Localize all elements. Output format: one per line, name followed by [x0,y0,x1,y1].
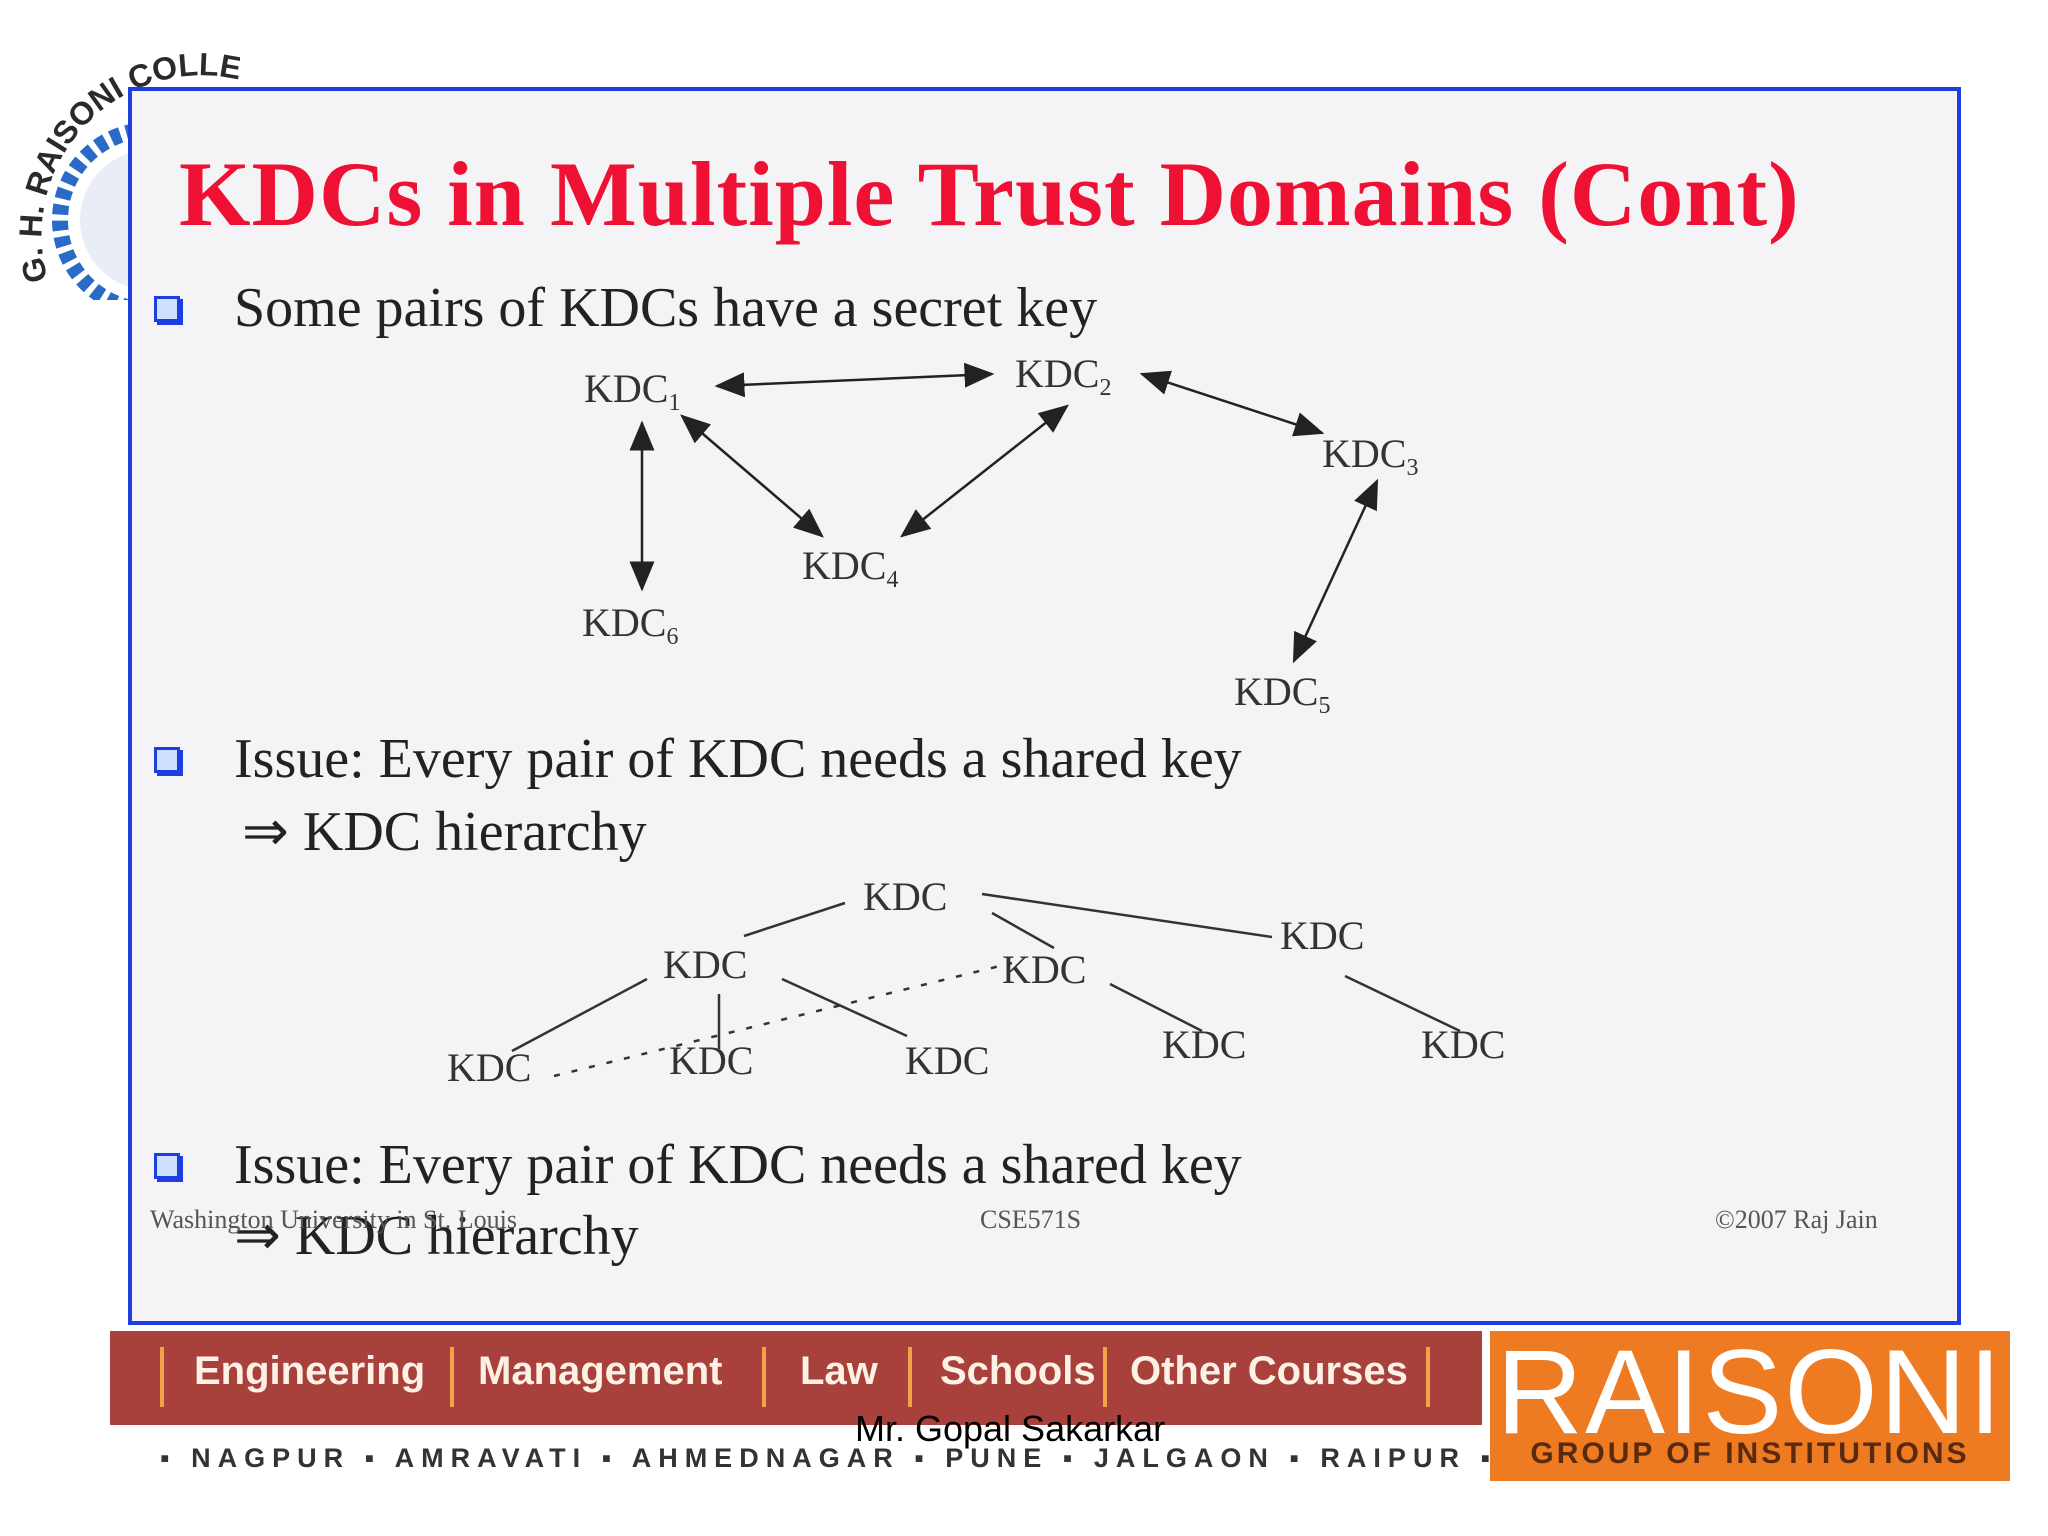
implication-1: ⇒ KDC hierarchy [242,801,647,863]
tree-node-leaf2: KDC [669,1038,753,1083]
edge-mid2-leaf4 [1109,982,1203,1033]
campus-cities: ▪ NAGPUR ▪ AMRAVATI ▪ AHMEDNAGAR ▪ PUNE … [160,1443,1498,1473]
link-kdc1-kdc2 [714,362,995,398]
mesh-node-kdc1: KDC1 [584,366,680,416]
tree-node-leaf1: KDC [447,1045,531,1090]
footer-course: CSE571S [980,1205,1082,1234]
nav-separator [450,1347,454,1407]
mesh-node-kdc6: KDC6 [582,600,678,650]
bullet-box-icon [154,747,180,773]
edge-mid3-leaf5 [1344,974,1461,1033]
nav-separator [762,1347,766,1407]
link-kdc3-kdc5 [1292,478,1379,664]
slide-title: KDCs in Multiple Trust Domains (Cont) [179,143,1800,245]
nav-other-courses[interactable]: Other Courses [1130,1349,1408,1393]
bullet-text: Issue: Every pair of KDC needs a shared … [234,1134,1242,1196]
edge-mid1-leaf1 [511,977,648,1053]
kdc-hierarchy-diagram: KDC KDC KDC KDC KDC KDC KDC KDC KDC [447,874,1505,1090]
tree-node-mid1: KDC [663,942,747,987]
nav-law[interactable]: Law [800,1349,878,1393]
tree-node-mid3: KDC [1280,913,1364,958]
implication-2: ⇒ KDC hierarchy [234,1205,639,1267]
logo-name: RAISONI [1496,1325,2004,1459]
tree-node-root: KDC [863,874,947,919]
mesh-node-kdc2: KDC2 [1015,351,1111,401]
mesh-node-kdc5: KDC5 [1234,669,1330,719]
mesh-node-kdc4: KDC4 [802,543,898,593]
bullet-box-icon [154,1153,180,1179]
edge-root-mid3 [981,892,1273,939]
edge-dashed-link [553,961,1013,1078]
edge-root-mid2 [991,911,1055,950]
presenter-name: Mr. Gopal Sakarkar [855,1408,1166,1449]
nav-separator [908,1347,912,1407]
raisoni-logo: RAISONI GROUP OF INSTITUTIONS [1490,1325,2010,1481]
tree-node-leaf4: KDC [1162,1022,1246,1067]
link-kdc1-kdc4 [680,414,824,538]
bullet-text: Issue: Every pair of KDC needs a shared … [234,728,1242,790]
kdc-mesh-diagram: KDC1 KDC2 KDC3 KDC4 KDC5 KDC6 [582,351,1418,719]
footer-copyright: ©2007 Raj Jain [1715,1205,1878,1234]
nav-separator [1426,1347,1430,1407]
logo-tagline: GROUP OF INSTITUTIONS [1530,1437,1970,1470]
nav-management[interactable]: Management [478,1349,723,1393]
nav-separator [160,1347,164,1407]
tree-node-leaf3: KDC [905,1038,989,1083]
institution-nav-bar: Engineering Management Law Schools Other… [110,1331,1482,1425]
mesh-node-kdc3: KDC3 [1322,431,1418,481]
bullet-text: Some pairs of KDCs have a secret key [234,277,1098,339]
edge-mid1-leaf3 [781,977,908,1038]
slide: KDCs in Multiple Trust Domains (Cont) So… [128,87,1961,1325]
nav-schools[interactable]: Schools [940,1349,1096,1393]
tree-node-leaf5: KDC [1421,1022,1505,1067]
footer-university: Washington University in St. Louis [150,1205,517,1234]
edge-root-mid1 [743,901,846,938]
link-kdc2-kdc4 [900,404,1069,538]
nav-engineering[interactable]: Engineering [194,1349,426,1393]
nav-separator [1103,1347,1107,1407]
bullet-box-icon [154,296,180,322]
tree-node-mid2: KDC [1002,947,1086,992]
link-kdc2-kdc3 [1139,370,1325,437]
